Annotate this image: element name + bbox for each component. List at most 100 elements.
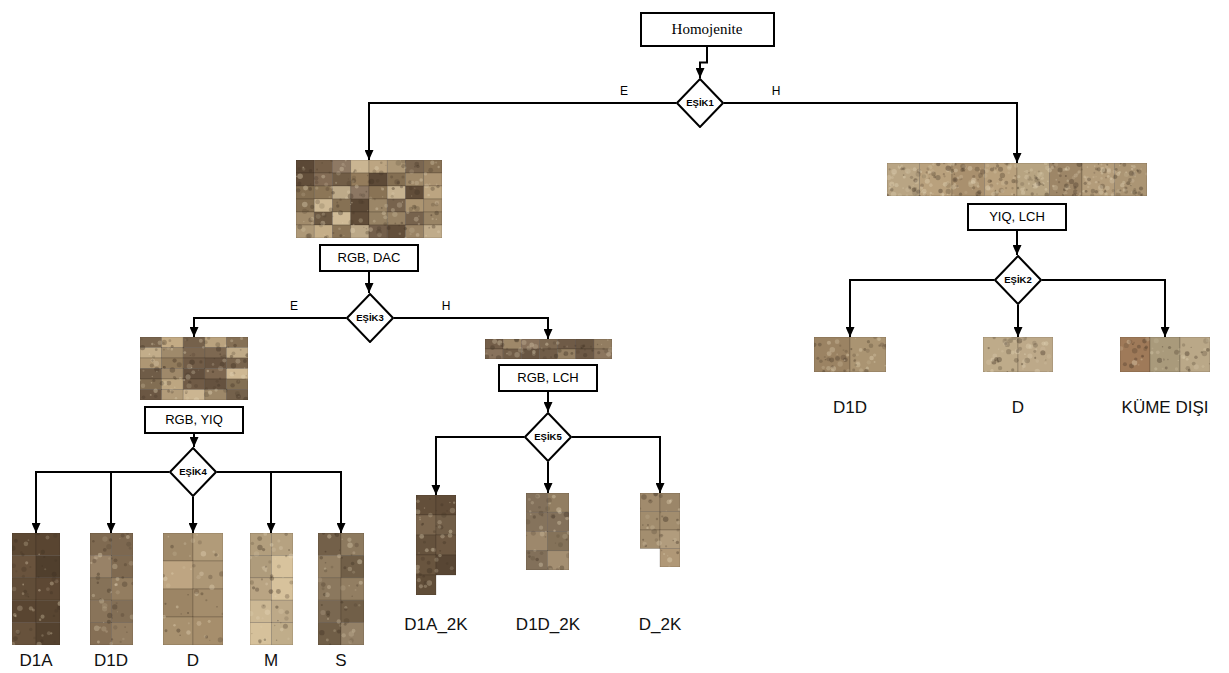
class-sample: KÜME DIŞI bbox=[1120, 337, 1210, 418]
texture-speck bbox=[1064, 191, 1067, 194]
texture-speck bbox=[414, 162, 419, 167]
texture-speck bbox=[289, 580, 293, 584]
texture-speck bbox=[1185, 351, 1190, 356]
class-label-holder: S bbox=[318, 651, 364, 671]
texture-speck bbox=[646, 527, 648, 529]
texture-speck bbox=[14, 539, 18, 543]
texture-speck bbox=[1123, 362, 1127, 366]
process-box: Homojenite bbox=[640, 12, 775, 47]
texture-speck bbox=[1053, 185, 1058, 190]
texture-speck bbox=[514, 352, 519, 357]
texture-tile bbox=[406, 225, 424, 238]
texture-speck bbox=[324, 234, 326, 236]
texture-speck bbox=[102, 622, 103, 623]
texture-speck bbox=[935, 175, 940, 180]
texture-speck bbox=[824, 356, 826, 358]
texture-speck bbox=[128, 561, 132, 566]
texture-tile bbox=[351, 199, 369, 212]
texture-speck bbox=[372, 169, 376, 173]
texture-tile bbox=[193, 617, 223, 645]
texture-speck bbox=[392, 199, 394, 201]
texture-speck bbox=[367, 210, 368, 211]
texture-speck bbox=[230, 383, 234, 387]
texture-speck bbox=[243, 397, 248, 400]
texture-tile bbox=[183, 337, 205, 348]
connector bbox=[111, 472, 169, 533]
texture-speck bbox=[110, 558, 112, 560]
texture-speck bbox=[280, 622, 282, 624]
texture-sample bbox=[526, 493, 569, 570]
texture-speck bbox=[251, 586, 254, 589]
texture-speck bbox=[1045, 359, 1047, 361]
texture-speck bbox=[167, 390, 170, 393]
texture-speck bbox=[831, 366, 836, 371]
texture-speck bbox=[331, 191, 334, 194]
connector bbox=[1042, 280, 1165, 337]
texture-speck bbox=[263, 533, 267, 536]
texture-speck bbox=[1044, 362, 1047, 365]
texture-speck bbox=[183, 379, 185, 381]
class-sample: D bbox=[163, 533, 223, 671]
texture-speck bbox=[1026, 189, 1028, 191]
texture-speck bbox=[1132, 165, 1135, 168]
texture-speck bbox=[351, 202, 353, 204]
texture-speck bbox=[990, 358, 994, 362]
texture-speck bbox=[990, 180, 992, 182]
texture-speck bbox=[446, 562, 448, 564]
texture-speck bbox=[507, 351, 512, 356]
texture-tile bbox=[575, 349, 593, 359]
texture-speck bbox=[526, 535, 527, 536]
texture-speck bbox=[1044, 192, 1049, 196]
texture-speck bbox=[566, 517, 570, 521]
texture-speck bbox=[951, 163, 956, 166]
texture-speck bbox=[419, 573, 422, 576]
class-sample: D1A_2K bbox=[404, 495, 467, 635]
texture-speck bbox=[919, 195, 921, 196]
texture-sample bbox=[163, 533, 223, 645]
texture-speck bbox=[113, 625, 117, 629]
texture-speck bbox=[1167, 359, 1168, 360]
texture-speck bbox=[421, 557, 425, 561]
texture-speck bbox=[322, 587, 325, 590]
texture-speck bbox=[1134, 357, 1137, 360]
class-label: D1D_2K bbox=[516, 615, 580, 635]
texture-speck bbox=[676, 521, 680, 525]
texture-speck bbox=[186, 374, 191, 379]
texture-speck bbox=[430, 214, 432, 216]
texture-speck bbox=[1004, 181, 1008, 185]
texture-speck bbox=[337, 554, 341, 558]
texture-speck bbox=[115, 590, 119, 594]
texture-speck bbox=[106, 620, 110, 624]
texture-speck bbox=[184, 542, 187, 545]
texture-speck bbox=[1162, 346, 1163, 347]
texture-speck bbox=[172, 552, 176, 556]
texture-speck bbox=[443, 541, 446, 544]
texture-speck bbox=[262, 638, 267, 643]
texture-speck bbox=[528, 498, 531, 501]
texture-speck bbox=[951, 185, 956, 190]
texture-speck bbox=[428, 168, 433, 173]
texture-speck bbox=[1109, 178, 1114, 183]
texture-speck bbox=[816, 357, 819, 360]
texture-speck bbox=[353, 171, 355, 173]
texture-speck bbox=[228, 346, 230, 348]
texture-tile bbox=[36, 533, 60, 555]
texture-sample bbox=[887, 163, 1147, 196]
texture-speck bbox=[197, 621, 202, 626]
texture-speck bbox=[222, 358, 226, 362]
texture-speck bbox=[889, 181, 894, 186]
texture-speck bbox=[1097, 167, 1101, 171]
texture-speck bbox=[1034, 175, 1036, 177]
texture-speck bbox=[1065, 175, 1067, 177]
texture-speck bbox=[355, 589, 357, 591]
texture-speck bbox=[401, 176, 404, 179]
texture-speck bbox=[1007, 167, 1008, 168]
decision-diamond: EŞİK5 bbox=[524, 412, 572, 462]
texture-speck bbox=[1020, 182, 1024, 186]
texture-speck bbox=[123, 563, 126, 566]
texture-speck bbox=[367, 175, 368, 176]
texture-speck bbox=[321, 582, 326, 587]
texture-speck bbox=[347, 543, 352, 548]
texture-speck bbox=[492, 339, 497, 344]
texture-tile bbox=[548, 512, 570, 531]
